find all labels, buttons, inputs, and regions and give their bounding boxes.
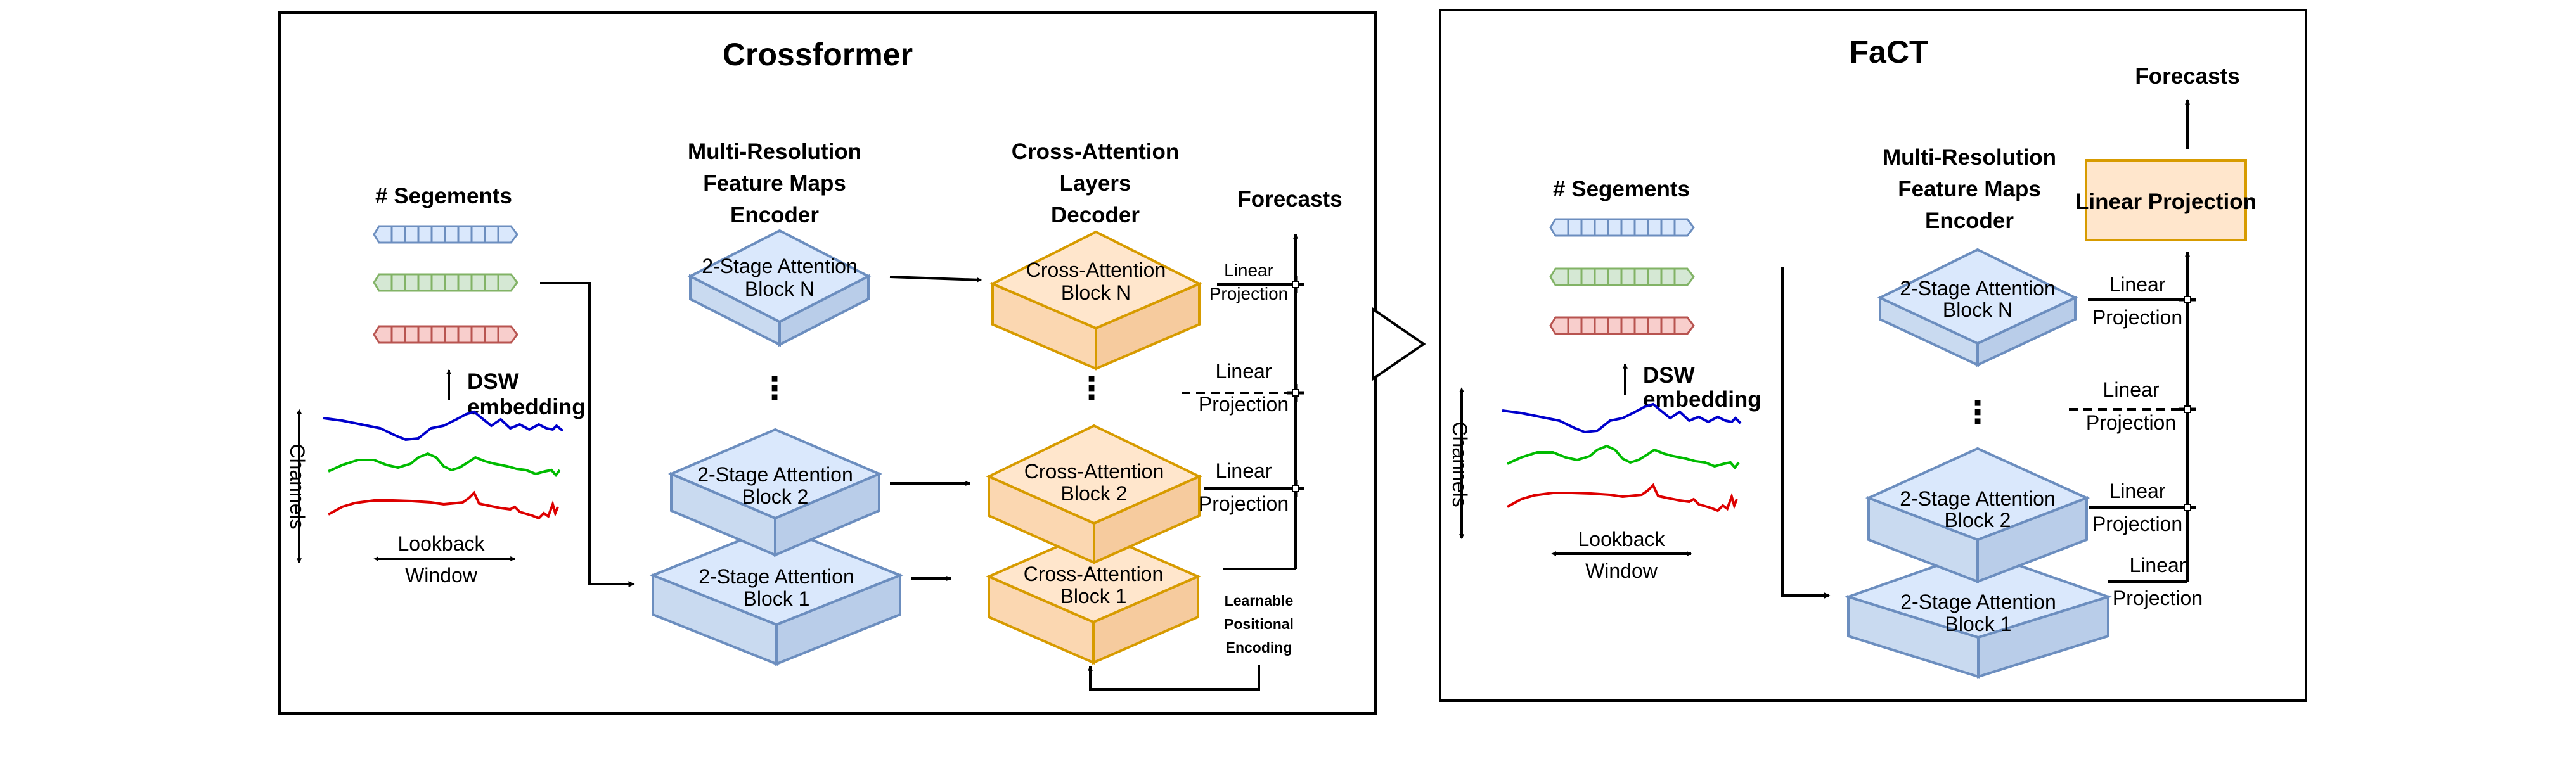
- decoder-block-1-line1: Cross-Attention: [1024, 563, 1164, 585]
- fact-input-to-encoder-arrow: [1781, 267, 1831, 599]
- positional-label-line1: Learnable: [1225, 592, 1294, 609]
- segment-row-blue: [373, 225, 518, 244]
- encoder-ellipsis: ⋮: [759, 371, 790, 406]
- linear-projection-box-label: Linear Projection: [2075, 189, 2257, 214]
- encoder-header-line1: Multi-Resolution: [688, 139, 861, 164]
- series-blue: [323, 410, 564, 442]
- encoder-block-1-line2: Block 1: [744, 587, 810, 610]
- fact-projection-label-mid-line1: Linear: [2103, 378, 2160, 401]
- fact-encoder-block-n: 2-Stage Attention Block N: [1877, 248, 2078, 367]
- fact-sum-plus-mid: [2179, 400, 2196, 418]
- encoder-block-n: 2-Stage Attention Block N: [687, 229, 872, 347]
- fact-encoder-header-line3: Encoder: [1925, 208, 2014, 233]
- projection-label-n-line1: Linear: [1224, 260, 1273, 280]
- fact-lookback-label-line2: Window: [1585, 559, 1658, 582]
- segment-row-red: [373, 325, 518, 344]
- fact-segments-label: # Segements: [1553, 177, 1690, 201]
- forecasts-label: Forecasts: [1237, 187, 1342, 212]
- fact-encoder-block-1: 2-Stage Attention Block 1: [1844, 549, 2113, 679]
- decoder-block-2: Cross-Attention Block 2: [986, 424, 1202, 565]
- fact-title: FaCT: [1850, 34, 1929, 70]
- fact-series-red: [1507, 483, 1738, 513]
- fact-projection-label-1-line2: Projection: [2113, 587, 2203, 609]
- fact-projection-label-1-line1: Linear: [2130, 554, 2186, 577]
- crossformer-panel: Crossformer # Segements DSW embedding Ch…: [278, 11, 1377, 715]
- encoder-block-2-line1: 2-Stage Attention: [697, 463, 853, 486]
- sum-plus-mid: [1287, 384, 1304, 402]
- fact-segment-row-green: [1549, 267, 1695, 286]
- decoder-block-n-line2: Block N: [1061, 281, 1131, 304]
- channels-label: Channels: [286, 443, 309, 529]
- fact-encoder-block-n-line1: 2-Stage Attention: [1900, 277, 2056, 300]
- fact-encoder-block-1-line1: 2-Stage Attention: [1900, 590, 2056, 613]
- lookback-label-line1: Lookback: [398, 532, 486, 555]
- fact-encoder-ellipsis: ⋮: [1962, 395, 1993, 430]
- fact-encoder-block-2-line1: 2-Stage Attention: [1900, 487, 2056, 510]
- fact-encoder-header-line2: Feature Maps: [1898, 177, 2041, 201]
- fact-lookback-label-line1: Lookback: [1578, 528, 1666, 551]
- decoder-header-line1: Cross-Attention: [1012, 139, 1179, 164]
- fact-projection-label-n-line2: Projection: [2092, 306, 2182, 329]
- fact-frame: [1439, 9, 2307, 702]
- positional-label-line2: Positional: [1224, 616, 1294, 632]
- dsw-label-line2: embedding: [467, 395, 586, 419]
- fact-encoder-block-1-line2: Block 1: [1945, 613, 2012, 635]
- encoder-block-1-line1: 2-Stage Attention: [699, 565, 854, 588]
- encoder-block-n-line2: Block N: [745, 277, 815, 300]
- projection-label-2-line1: Linear: [1216, 459, 1272, 482]
- linear-projection-box: [2085, 159, 2247, 241]
- decoder-block-1: Cross-Attention Block 1: [985, 529, 1202, 665]
- fact-segment-row-red: [1549, 316, 1695, 335]
- lookback-label-line2: Window: [405, 564, 478, 587]
- fact-series-green: [1507, 444, 1740, 470]
- decoder-block-n-line1: Cross-Attention: [1026, 258, 1166, 281]
- decoder-ellipsis: ⋮: [1076, 371, 1107, 406]
- positional-encoding-arrow: [1088, 665, 1260, 691]
- encoder-block-1: 2-Stage Attention Block 1: [649, 524, 904, 666]
- fact-panel: FaCT # Segements DSW embedding Channels …: [1439, 9, 2307, 702]
- input-to-encoder-arrow: [540, 282, 635, 587]
- sum-plus-2: [1287, 480, 1304, 497]
- fact-encoder-block-2: 2-Stage Attention Block 2: [1865, 447, 2090, 583]
- fact-projection-label-n-line1: Linear: [2109, 273, 2166, 296]
- encoder-header-line3: Encoder: [730, 203, 819, 227]
- series-green: [328, 452, 561, 478]
- encoder-block-2: 2-Stage Attention Block 2: [667, 428, 883, 558]
- projection-label-mid-line2: Projection: [1199, 393, 1289, 416]
- encoder-block-n-line1: 2-Stage Attention: [702, 255, 858, 277]
- fact-forecasts-label: Forecasts: [2135, 64, 2239, 89]
- projection-label-mid-line1: Linear: [1216, 360, 1272, 383]
- decoder-block-2-line1: Cross-Attention: [1024, 460, 1164, 483]
- projection-label-2-line2: Projection: [1199, 492, 1289, 515]
- positional-label-line3: Encoding: [1226, 639, 1292, 656]
- fact-dsw-label-line2: embedding: [1643, 387, 1761, 412]
- segments-label: # Segements: [375, 184, 512, 208]
- fact-projection-label-2-line2: Projection: [2092, 513, 2182, 535]
- dsw-label-line1: DSW: [467, 369, 519, 394]
- projection-label-n-line2: Projection: [1209, 284, 1289, 303]
- fact-encoder-block-n-line2: Block N: [1943, 298, 2012, 321]
- series-red: [328, 490, 559, 520]
- encoder-header-line2: Feature Maps: [703, 171, 846, 196]
- sum-plus-n: [1287, 276, 1304, 293]
- decoder-block-n: Cross-Attention Block N: [989, 230, 1202, 371]
- fact-dsw-label-line1: DSW: [1643, 363, 1695, 388]
- fact-projection-label-2-line1: Linear: [2109, 480, 2166, 502]
- fact-encoder-block-2-line2: Block 2: [1945, 509, 2011, 532]
- fact-series-blue: [1502, 402, 1742, 434]
- decoder-header-line3: Decoder: [1051, 203, 1140, 227]
- decoder-header-line2: Layers: [1060, 171, 1131, 196]
- decoder-block-2-line2: Block 2: [1061, 482, 1128, 505]
- segment-row-green: [373, 273, 518, 292]
- decoder-block-1-line2: Block 1: [1060, 585, 1127, 608]
- fact-segment-row-blue: [1549, 218, 1695, 237]
- fact-channels-label: Channels: [1448, 421, 1471, 507]
- encoder-block-2-line2: Block 2: [742, 485, 809, 508]
- enc-n-to-dec-n-arrow: [889, 276, 982, 283]
- crossformer-title: Crossformer: [723, 37, 913, 72]
- fact-projection-label-mid-line2: Projection: [2086, 411, 2176, 434]
- fact-encoder-header-line1: Multi-Resolution: [1883, 145, 2056, 170]
- transition-triangle-icon: [1372, 307, 1426, 381]
